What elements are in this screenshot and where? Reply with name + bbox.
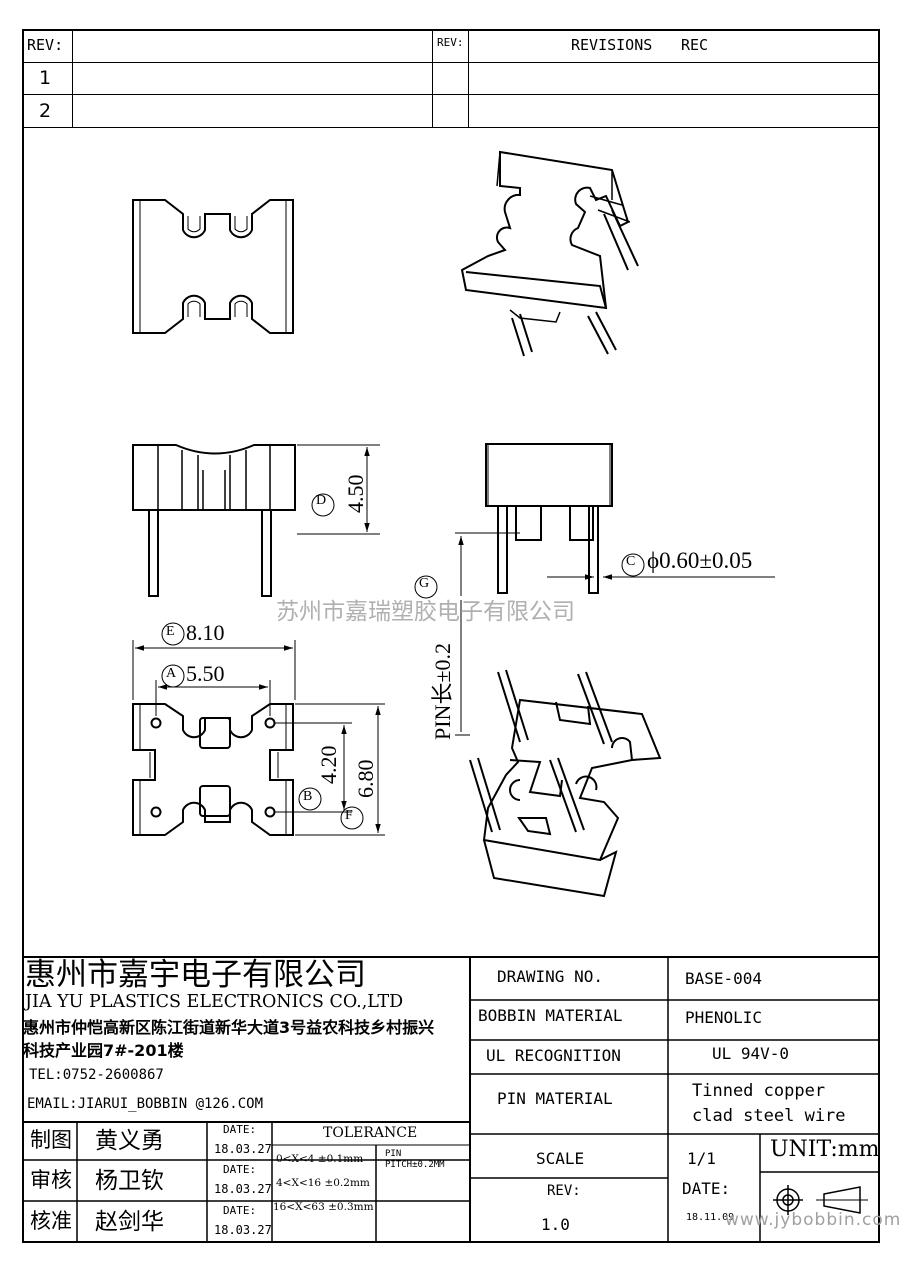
- dim-f-label: F: [345, 808, 353, 823]
- rev-row-line: [22, 94, 880, 95]
- top-view: [132, 199, 294, 334]
- front-view: [132, 444, 296, 597]
- scale-label: SCALE: [536, 1149, 585, 1168]
- dim-c-value: ϕ0.60±0.05: [647, 548, 753, 573]
- ul-recognition-label: UL RECOGNITION: [486, 1046, 621, 1065]
- isometric-view-bottom: [469, 669, 662, 898]
- signoff-name-2: 杨卫钦: [95, 1168, 164, 1194]
- tolerance-row-3: 16<X<63 ±0.3mm: [273, 1201, 374, 1213]
- company-tel: TEL:0752-2600867: [29, 1067, 164, 1083]
- tolerance-row-1: 0<X<4 ±0.1mm: [276, 1153, 364, 1165]
- rev-row-line: [22, 62, 880, 63]
- tolerance-title: TOLERANCE: [323, 1125, 418, 1141]
- dim-d-label: D: [316, 493, 327, 508]
- signoff-name-1: 黄义勇: [95, 1128, 164, 1154]
- rev-row-2: 2: [39, 100, 52, 122]
- company-name-en: JIA YU PLASTICS ELECTRONICS CO.,LTD: [25, 992, 404, 1012]
- dim-g-value: PIN长±0.2: [430, 642, 455, 740]
- drawing-no-label: DRAWING NO.: [497, 967, 603, 986]
- dimension-g: [414, 532, 520, 736]
- isometric-view-top: [460, 150, 639, 357]
- signoff-role-2: 审核: [30, 1168, 72, 1192]
- signoff-date-label-1: DATE:: [223, 1123, 257, 1136]
- rev-col-line: [72, 29, 73, 127]
- signoff-date-label-2: DATE:: [223, 1163, 257, 1176]
- revisions-header: REVISIONS: [571, 36, 653, 54]
- company-address-2: 科技产业园7#-201楼: [23, 1041, 184, 1060]
- drawing-frame: [22, 29, 880, 1243]
- dim-e-value: 8.10: [186, 620, 225, 645]
- signoff-role-1: 制图: [30, 1128, 72, 1152]
- dim-d-value: 4.50: [343, 474, 368, 514]
- date-label: DATE:: [682, 1179, 731, 1198]
- title-block-lines: [22, 956, 880, 1243]
- rev-col-line: [432, 29, 433, 127]
- drawing-no-value: BASE-004: [685, 969, 763, 988]
- dim-g-label: G: [419, 576, 430, 591]
- projection-symbol: [773, 1185, 868, 1215]
- dim-e-label: E: [166, 624, 175, 639]
- pin-material-line2: clad steel wire: [692, 1106, 846, 1126]
- unit-label: UNIT:mm: [770, 1137, 880, 1162]
- bottom-view: [132, 703, 294, 836]
- date-value: 18.11.09: [686, 1212, 735, 1223]
- rev-row-1: 1: [39, 67, 52, 89]
- signoff-name-3: 赵剑华: [95, 1209, 164, 1235]
- rev-value: 1.0: [541, 1215, 570, 1234]
- company-name-cn: 惠州市嘉宇电子有限公司: [25, 957, 366, 993]
- watermark-url: www.jybobbin.com: [725, 1210, 900, 1230]
- rec-header: REC: [681, 36, 709, 54]
- dimension-e-a-b-f: [132, 622, 385, 836]
- ul-recognition-value: UL 94V-0: [712, 1044, 790, 1063]
- dim-a-value: 5.50: [186, 661, 225, 686]
- rev-col-line: [468, 29, 469, 127]
- dimension-d: [297, 444, 380, 535]
- rev-label: REV:: [547, 1183, 581, 1199]
- pin-material-label: PIN MATERIAL: [497, 1089, 613, 1108]
- dimension-c: [547, 553, 775, 580]
- signoff-date-2: 18.03.27: [214, 1182, 272, 1196]
- dim-f-value: 6.80: [353, 759, 378, 799]
- rev-header: REV:: [27, 36, 64, 54]
- watermark-text: 苏州市嘉瑞塑胶电子有限公司: [276, 599, 575, 625]
- bobbin-material-value: PHENOLIC: [685, 1008, 763, 1027]
- company-email: EMAIL:JIARUI_BOBBIN @126.COM: [27, 1096, 264, 1112]
- company-address-1: 惠州市仲恺高新区陈江街道新华大道3号益农科技乡村振兴: [23, 1018, 435, 1037]
- rev-header-2: REV:: [437, 36, 464, 49]
- tolerance-pin-pitch: PITCH±0.2MM: [385, 1160, 445, 1170]
- dim-b-value: 4.20: [316, 745, 341, 785]
- rev-row-line: [22, 127, 880, 128]
- signoff-date-label-3: DATE:: [223, 1204, 257, 1217]
- signoff-date-3: 18.03.27: [214, 1223, 272, 1237]
- dim-c-label: C: [626, 554, 636, 569]
- signoff-role-3: 核准: [30, 1209, 72, 1233]
- dim-b-label: B: [303, 789, 313, 804]
- pin-material-line1: Tinned copper: [692, 1081, 826, 1101]
- bobbin-material-label: BOBBIN MATERIAL: [478, 1006, 623, 1025]
- side-view: [485, 443, 613, 594]
- tolerance-row-2: 4<X<16 ±0.2mm: [276, 1177, 370, 1189]
- scale-value: 1/1: [687, 1149, 716, 1168]
- dim-a-label: A: [166, 666, 177, 681]
- signoff-date-1: 18.03.27: [214, 1142, 272, 1156]
- tolerance-pin-label: PIN: [385, 1149, 402, 1159]
